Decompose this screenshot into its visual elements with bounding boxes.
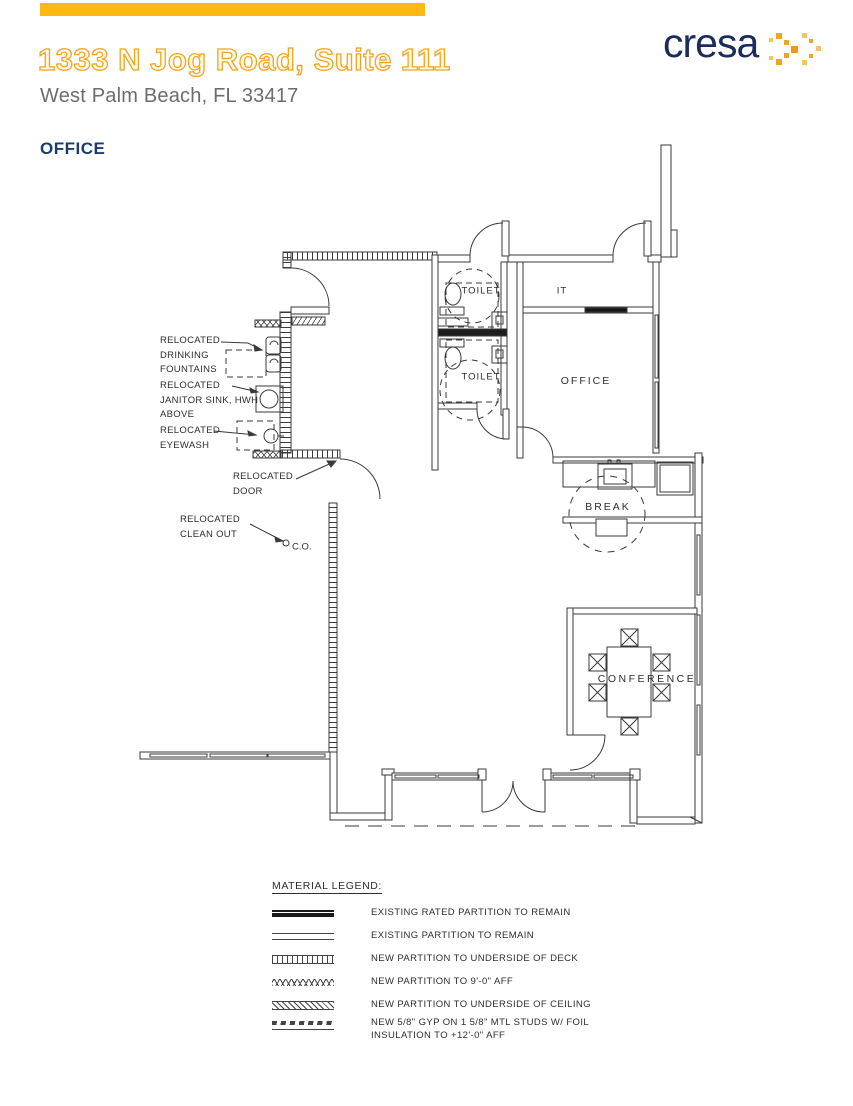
legend-label: NEW 5/8" GYP ON 1 5/8" MTL STUDS W/ FOIL… xyxy=(371,1017,590,1041)
legend-label: NEW PARTITION TO 9'-0" AFF xyxy=(371,976,514,988)
annotation-janitor-sink: RELOCATED JANITOR SINK, HWH ABOVE xyxy=(160,380,259,420)
annotation-relocated-door: RELOCATED DOOR xyxy=(233,471,294,497)
swatch-new-gyp-partition xyxy=(272,1021,334,1031)
legend-row-new-gyp-partition: NEW 5/8" GYP ON 1 5/8" MTL STUDS W/ FOIL… xyxy=(272,1017,602,1053)
swatch-rated-partition xyxy=(272,910,334,917)
annotation-eyewash: RELOCATED EYEWASH xyxy=(160,425,221,451)
swatch-new-partition-deck xyxy=(272,955,334,964)
legend-row-existing-partition: EXISTING PARTITION TO REMAIN xyxy=(272,925,602,948)
cresa-logo: cresa xyxy=(663,20,833,74)
legend-row-rated-partition: EXISTING RATED PARTITION TO REMAIN xyxy=(272,902,602,925)
legend-label: NEW PARTITION TO UNDERSIDE OF DECK xyxy=(371,953,579,965)
annotation-clean-out: RELOCATED CLEAN OUT xyxy=(180,514,241,540)
annotation-leader-lines xyxy=(213,341,338,543)
material-legend: MATERIAL LEGEND: EXISTING RATED PARTITIO… xyxy=(272,876,602,1053)
new-partition-walls xyxy=(252,251,438,820)
swatch-new-partition-ceiling xyxy=(272,1001,334,1010)
clean-out-marker-label: C.O. xyxy=(292,541,312,553)
swatch-existing-partition xyxy=(272,933,334,940)
room-label-it: IT xyxy=(556,285,568,297)
section-label: OFFICE xyxy=(40,139,106,158)
legend-row-new-partition-ceiling: NEW PARTITION TO UNDERSIDE OF CEILING xyxy=(272,994,602,1017)
toilet-fixtures xyxy=(437,268,508,421)
window-mullions xyxy=(149,314,703,824)
room-label-toilet-2: TOILET xyxy=(461,371,501,383)
cresa-logo-text: cresa xyxy=(663,20,759,66)
room-label-conference: CONFERENCE xyxy=(597,673,697,685)
annotation-drinking-fountains: RELOCATED DRINKING FOUNTAINS xyxy=(160,335,221,375)
legend-label: NEW PARTITION TO UNDERSIDE OF CEILING xyxy=(371,999,591,1011)
room-label-break: BREAK xyxy=(585,501,631,513)
legend-row-new-partition-deck: NEW PARTITION TO UNDERSIDE OF DECK xyxy=(272,948,602,971)
wet-wall-fixtures xyxy=(225,336,284,451)
legend-row-new-partition-9ft: NEW PARTITION TO 9'-0" AFF xyxy=(272,971,602,994)
page-subtitle: West Palm Beach, FL 33417 xyxy=(40,85,299,107)
conference-furniture xyxy=(588,628,671,736)
page-title: 1333 N Jog Road, Suite 111 xyxy=(37,41,451,77)
accent-bar xyxy=(40,3,425,16)
legend-label: EXISTING RATED PARTITION TO REMAIN xyxy=(371,907,571,919)
legend-label: EXISTING PARTITION TO REMAIN xyxy=(371,930,535,942)
swatch-new-partition-9ft xyxy=(272,979,334,986)
room-label-toilet-1: TOILET xyxy=(461,285,501,297)
dashed-lease-line xyxy=(282,539,637,827)
conference-chairs xyxy=(588,628,671,736)
room-label-office: OFFICE xyxy=(560,375,612,387)
door-swings xyxy=(290,222,647,813)
break-room-fixtures xyxy=(562,459,694,553)
material-legend-title: MATERIAL LEGEND: xyxy=(272,880,382,894)
